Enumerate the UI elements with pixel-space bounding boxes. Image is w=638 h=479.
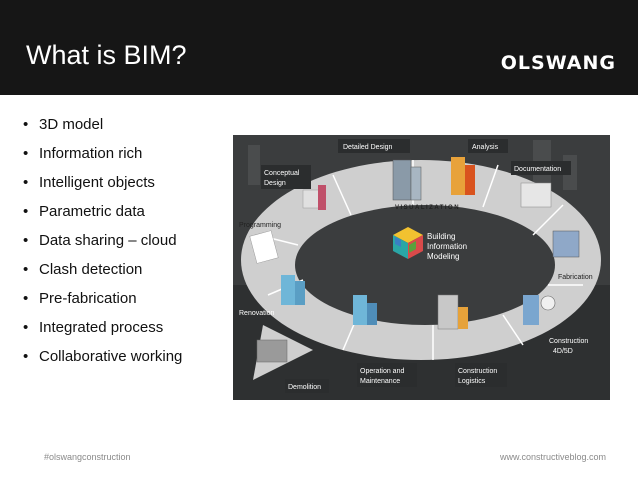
- stage-demolition: Demolition: [288, 384, 321, 391]
- bullet-item: Data sharing – cloud: [23, 229, 182, 258]
- stage-documentation: Documentation: [514, 166, 561, 173]
- stage-conceptual-design-2: Design: [264, 180, 286, 187]
- stage-operation-2: Maintenance: [360, 378, 400, 385]
- stage-renovation: Renovation: [239, 310, 275, 317]
- bim-cube-icon: [393, 227, 423, 259]
- stage-construction-1: Construction: [549, 338, 588, 345]
- stage-analysis: Analysis: [472, 144, 499, 151]
- bullet-item: Integrated process: [23, 316, 182, 345]
- slide-title: What is BIM?: [26, 40, 187, 70]
- bullet-item: Information rich: [23, 142, 182, 171]
- visualization-label: VISUALIZATION: [395, 205, 460, 211]
- bim-label-2: Information: [427, 242, 467, 251]
- bullet-item: 3D model: [23, 113, 182, 142]
- bullet-list: 3D model Information rich Intelligent ob…: [23, 113, 182, 374]
- footer-hashtag: #olswangconstruction: [44, 452, 131, 462]
- bullet-item: Collaborative working: [23, 345, 182, 374]
- stage-logistics-1: Construction: [458, 368, 497, 375]
- bim-label-1: Building: [427, 232, 455, 241]
- stage-tab: [511, 161, 571, 175]
- brand-logo: OLSWANG: [500, 52, 616, 74]
- bim-lifecycle-diagram: Detailed Design Analysis Conceptual Desi…: [233, 135, 610, 400]
- stage-tab: [338, 139, 410, 153]
- bg-building: [248, 145, 260, 185]
- stage-tab: [455, 363, 507, 387]
- stage-operation-1: Operation and: [360, 368, 404, 375]
- stage-detailed-design: Detailed Design: [343, 144, 393, 151]
- bullet-item: Parametric data: [23, 200, 182, 229]
- bim-label-3: Modeling: [427, 252, 459, 261]
- bullet-item: Pre-fabrication: [23, 287, 182, 316]
- stage-fabrication: Fabrication: [558, 274, 593, 281]
- bullet-item: Intelligent objects: [23, 171, 182, 200]
- footer-url: www.constructiveblog.com: [499, 452, 606, 462]
- ring-center: [295, 205, 555, 325]
- stage-logistics-2: Logistics: [458, 378, 486, 385]
- stage-tab: [261, 165, 311, 189]
- bullet-item: Clash detection: [23, 258, 182, 287]
- bim-diagram-svg: Detailed Design Analysis Conceptual Desi…: [233, 135, 610, 400]
- stage-construction-2: 4D/5D: [553, 348, 573, 355]
- stage-conceptual-design-1: Conceptual: [264, 170, 300, 177]
- building-icons: [249, 157, 580, 363]
- slide-header: What is BIM? OLSWANG: [0, 0, 638, 95]
- stage-tab: [285, 379, 329, 393]
- stage-tab: [357, 363, 417, 387]
- stage-programming: Programming: [239, 222, 281, 229]
- stage-tab: [468, 139, 508, 153]
